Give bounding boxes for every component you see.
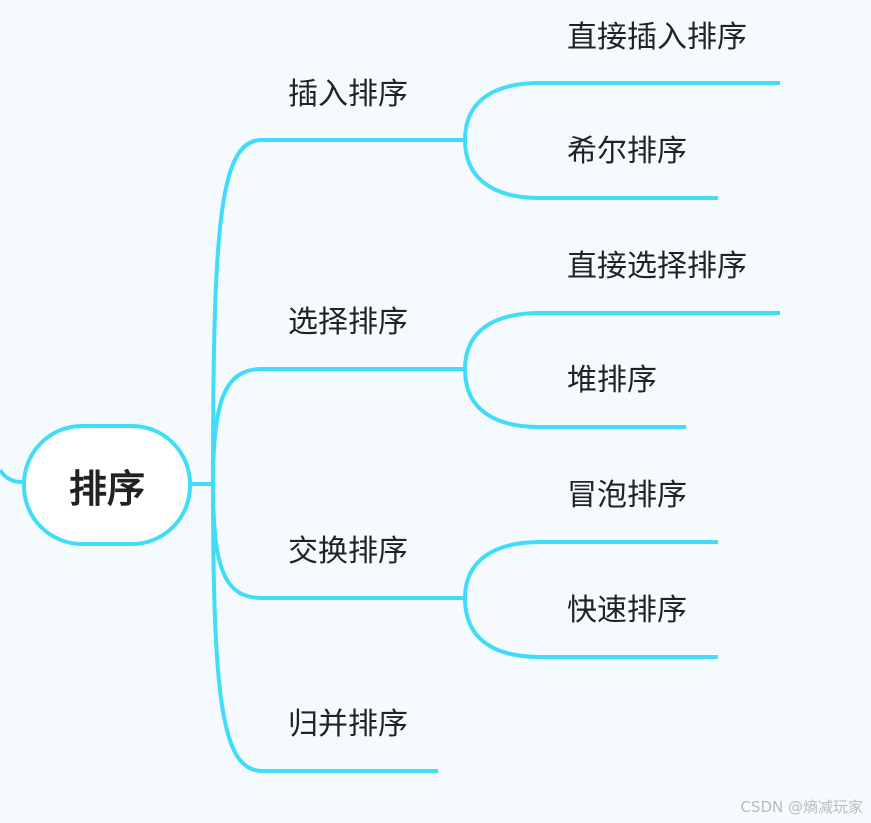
branch-node-merge[interactable]: 归并排序 [288, 707, 408, 742]
branch-connector-insertion [211, 138, 465, 485]
branch-node-selection[interactable]: 选择排序 [288, 305, 408, 340]
branch-node-exchange[interactable]: 交换排序 [288, 534, 408, 569]
watermark: CSDN @熵减玩家 [740, 798, 863, 816]
branch-node-insertion[interactable]: 插入排序 [288, 77, 408, 112]
branch-connector-merge [211, 483, 438, 773]
child-connector [463, 311, 780, 370]
leaf-node[interactable]: 冒泡排序 [567, 478, 687, 513]
leaf-node[interactable]: 直接选择排序 [567, 249, 747, 284]
child-connector [463, 139, 718, 200]
child-connector [463, 368, 686, 429]
child-connector [463, 540, 718, 599]
leaf-node[interactable]: 希尔排序 [567, 134, 687, 169]
incoming-connector [0, 468, 23, 484]
leaf-node[interactable]: 快速排序 [567, 593, 687, 628]
leaf-node[interactable]: 直接插入排序 [567, 20, 747, 55]
child-connector [463, 597, 718, 659]
root-node[interactable]: 排序 [22, 424, 192, 546]
leaf-node[interactable]: 堆排序 [567, 363, 657, 398]
branch-connector-selection [211, 367, 465, 485]
child-connector [463, 81, 780, 141]
